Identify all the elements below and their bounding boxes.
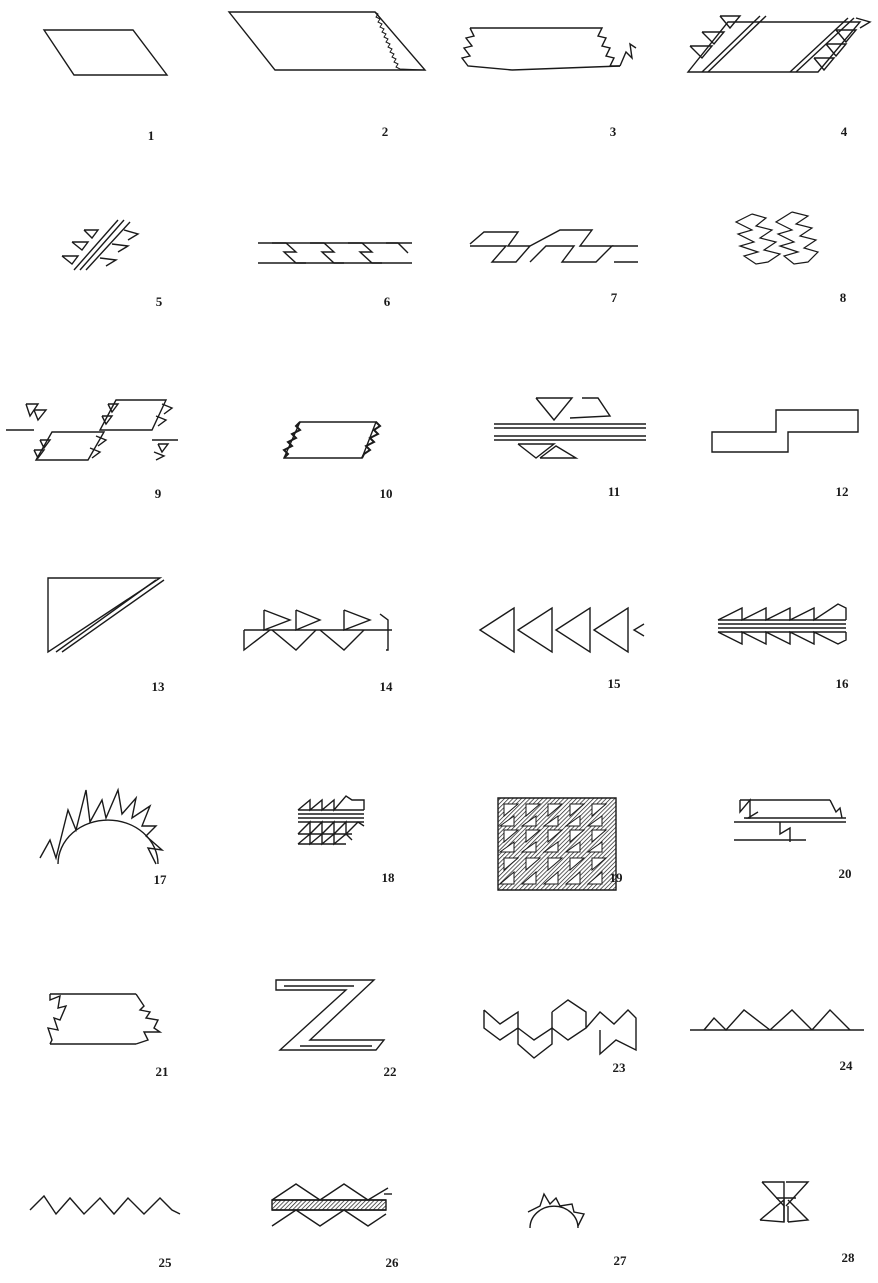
figure-9-serrated-parallelograms	[6, 400, 178, 460]
figure-number-17: 17	[154, 872, 167, 888]
figure-number-10: 10	[380, 486, 393, 502]
figure-number-15: 15	[608, 676, 621, 692]
figure-25-zigzag-line	[30, 1196, 180, 1214]
figure-7-terraced-fret	[470, 230, 638, 262]
figure-17-rayed-arc	[40, 790, 162, 864]
figure-number-18: 18	[382, 870, 395, 886]
figure-number-13: 13	[152, 679, 165, 695]
figure-8-zigzag-columns	[736, 212, 818, 264]
figure-3-zigzag-parallelogram	[462, 28, 636, 70]
figure-13-triangle-with-bar	[48, 578, 164, 652]
figure-number-21: 21	[156, 1064, 169, 1080]
figure-20-step-sawtooth	[734, 800, 846, 842]
figure-number-1: 1	[148, 128, 155, 144]
figure-12-step-outline	[712, 410, 858, 452]
figure-19-hatched-triangle-grid	[498, 798, 616, 890]
figure-number-26: 26	[386, 1255, 399, 1271]
figure-number-11: 11	[608, 484, 620, 500]
figure-number-9: 9	[155, 486, 162, 502]
figure-number-8: 8	[840, 290, 847, 306]
figure-number-22: 22	[384, 1064, 397, 1080]
figure-21-serrated-box	[48, 994, 160, 1044]
figure-4-stepped-parallelogram	[688, 16, 870, 72]
figure-number-5: 5	[156, 294, 163, 310]
figure-number-19: 19	[610, 870, 623, 886]
figure-23-chevron-blocks	[484, 1000, 636, 1058]
figure-number-7: 7	[611, 290, 618, 306]
figure-14-alternating-triangles	[244, 610, 392, 650]
figure-number-3: 3	[610, 124, 617, 140]
figure-10-serrated-rectangle	[284, 422, 380, 458]
figure-28-double-hourglass	[760, 1182, 808, 1222]
figure-number-16: 16	[836, 676, 849, 692]
figure-11-hourglass-bars	[494, 398, 646, 458]
figure-number-23: 23	[613, 1060, 626, 1076]
figure-number-24: 24	[840, 1058, 853, 1074]
figure-number-27: 27	[614, 1253, 627, 1269]
figure-number-28: 28	[842, 1250, 855, 1266]
figure-6-stepped-fret	[258, 243, 412, 263]
figure-number-12: 12	[836, 484, 849, 500]
figure-27-small-rayed-arc	[528, 1194, 584, 1228]
figure-24-triangles-on-line	[690, 1010, 864, 1030]
figure-5-double-bar-triangles	[62, 220, 138, 270]
figure-1-parallelogram	[44, 30, 167, 75]
figure-number-2: 2	[382, 124, 389, 140]
figure-number-14: 14	[380, 679, 393, 695]
figure-16-sawtooth-bands	[718, 604, 846, 644]
figure-18-sawtooth-stack	[298, 796, 364, 844]
figure-15-triangle-row	[480, 608, 644, 652]
figure-number-20: 20	[839, 866, 852, 882]
figure-22-z-form	[276, 980, 384, 1050]
figure-26-hatched-zigzag-band	[272, 1184, 392, 1226]
figure-number-6: 6	[384, 294, 391, 310]
figure-number-25: 25	[159, 1255, 172, 1271]
figure-2-parallelogram-serrated	[229, 12, 425, 70]
figure-number-4: 4	[841, 124, 848, 140]
